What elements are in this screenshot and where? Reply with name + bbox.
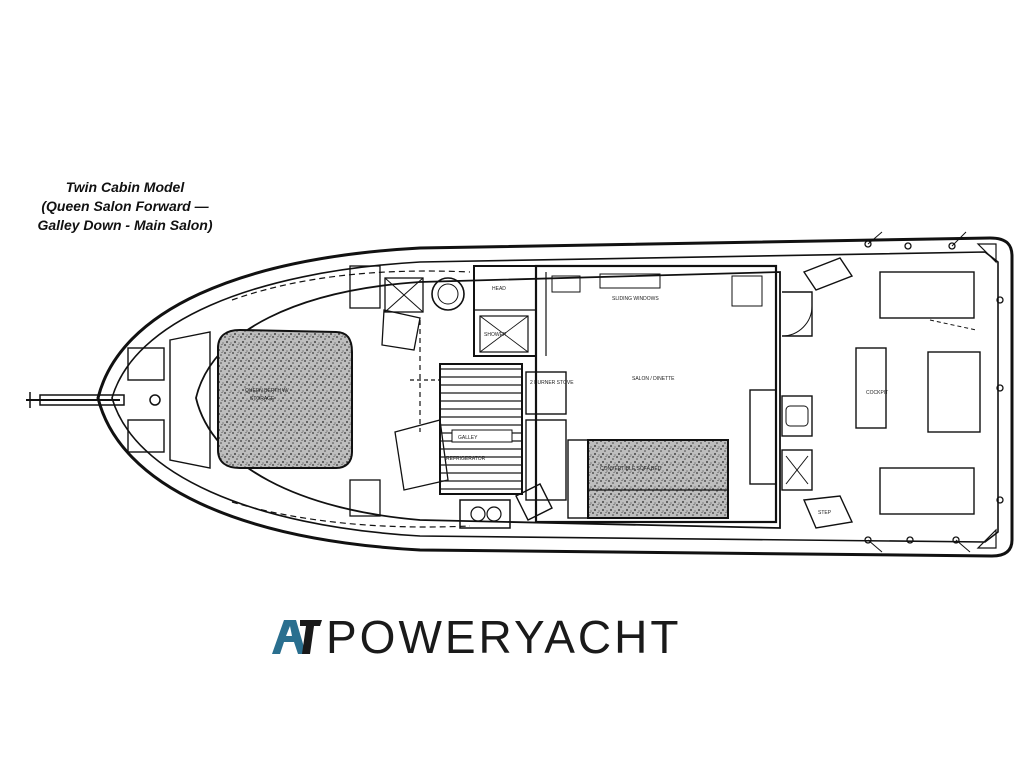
queen-berth	[217, 328, 353, 469]
svg-text:STORAGE: STORAGE	[250, 396, 275, 402]
hull-outline	[96, 236, 1014, 558]
cockpit-label: COCKPIT	[866, 390, 888, 396]
refrigerator-label: REFRIGERATOR	[446, 456, 486, 462]
shower-label: SHOWER	[484, 332, 507, 338]
caption-line-1: Twin Cabin Model	[65, 179, 185, 195]
hull-inner-1	[111, 251, 999, 543]
svg-text:QUEEN BERTH W/: QUEEN BERTH W/	[245, 388, 289, 394]
salon-label: SALON / DINETTE	[632, 376, 675, 382]
galley-label: GALLEY	[458, 435, 478, 441]
svg-text:CONVERTIBLE SOFA BED: CONVERTIBLE SOFA BED	[600, 466, 662, 472]
caption-line-3: Galley Down - Main Salon)	[37, 217, 213, 233]
step-label: STEP	[818, 510, 832, 516]
poweryacht-logo-mark	[272, 620, 322, 654]
poweryacht-logo: POWERYACHT	[266, 612, 766, 662]
caption-line-2: (Queen Salon Forward —	[41, 198, 209, 214]
head-label: HEAD	[492, 286, 506, 292]
logo-wordmark: POWERYACHT	[326, 611, 682, 663]
svg-text:SLIDING WINDOWS: SLIDING WINDOWS	[612, 296, 659, 302]
stove-label: 2 BURNER STOVE	[530, 380, 574, 386]
forward-berth-frame	[169, 331, 211, 469]
plan-caption: Twin Cabin Model (Queen Salon Forward — …	[10, 178, 240, 235]
